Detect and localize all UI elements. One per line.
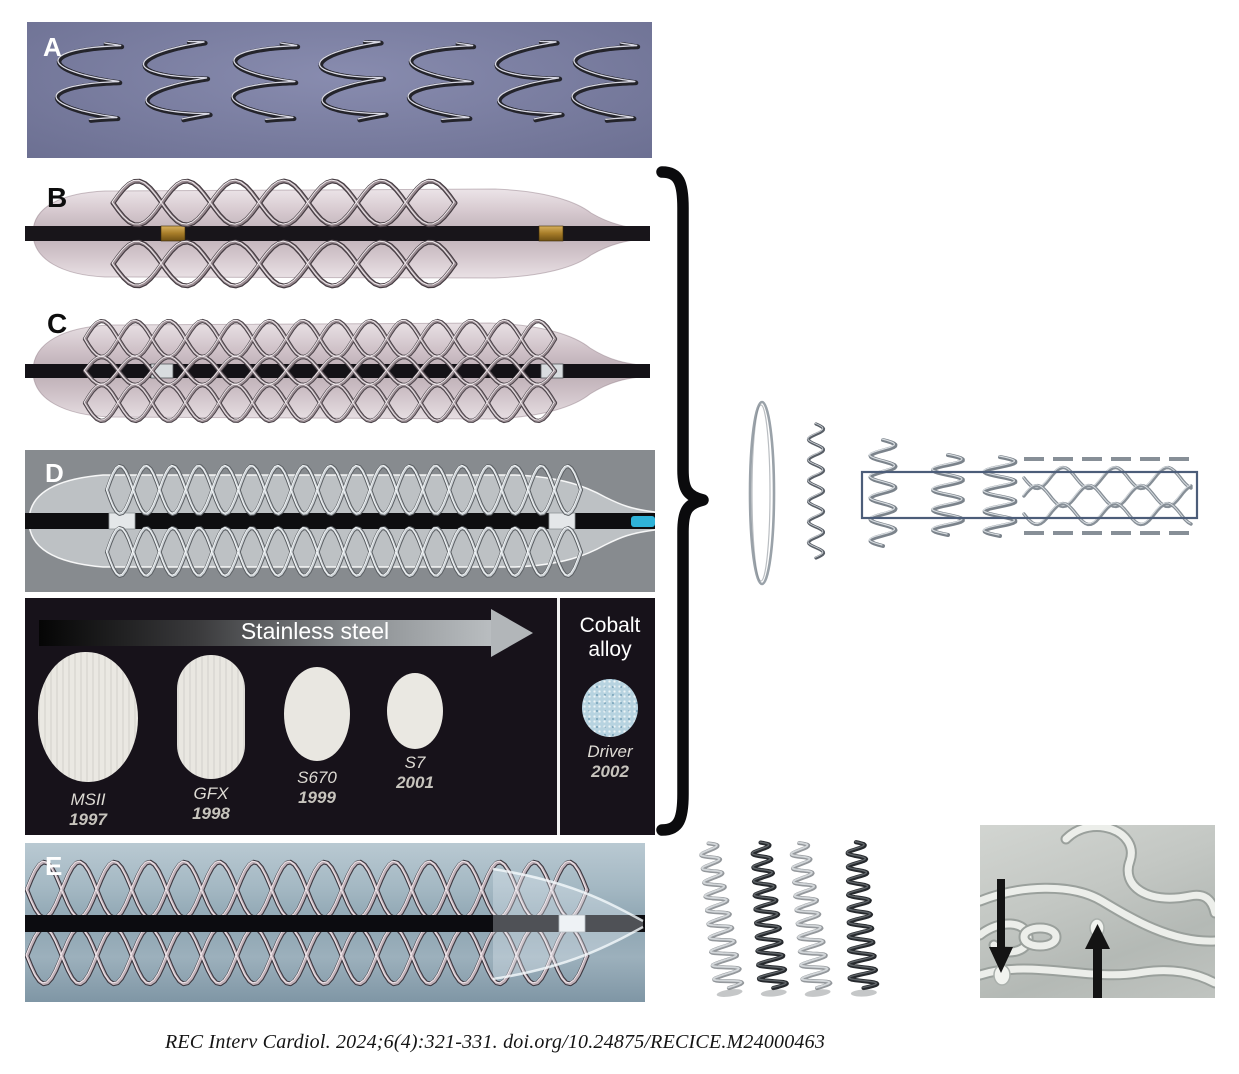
panel-a-label: A	[43, 32, 62, 62]
marker-band-left-d	[108, 512, 136, 530]
stent-name: S7	[404, 753, 426, 772]
panel-c-label: C	[47, 308, 68, 339]
panel-c-photo: C	[25, 302, 650, 440]
stent-year: 1997	[69, 810, 107, 830]
stent-year: 1999	[298, 788, 336, 808]
stent-on-balloon-c-graphic	[25, 318, 650, 424]
stent-cross-section-msii	[38, 652, 138, 782]
stent-year: 2002	[591, 762, 629, 782]
marker-band-white	[558, 914, 586, 933]
section-divider	[557, 598, 560, 835]
panel-b-label: B	[47, 182, 68, 213]
balloon-edge-top-e	[492, 867, 644, 923]
catheter-shaft-d	[25, 513, 655, 529]
stent-on-balloon-b-graphic	[25, 178, 650, 289]
stent-label-driver: Driver 2002	[555, 742, 655, 782]
wire-ellipse-shading	[751, 404, 771, 582]
stent-label-s670: S670 1999	[262, 768, 372, 808]
stent-evolution-diagram	[748, 400, 1199, 586]
balloon-taper-e	[493, 869, 643, 979]
stainless-steel-label: Stainless steel	[240, 618, 390, 644]
balloon-edge-bottom-e	[492, 925, 644, 981]
stent-label-msii: MSII 1997	[33, 790, 143, 830]
wire-ellipse-graphic	[748, 400, 776, 586]
stent-name: GFX	[193, 784, 229, 803]
stainless-steel-arrow	[39, 609, 533, 657]
panel-d-photo: D	[25, 450, 655, 592]
stent-cross-section-driver	[582, 679, 638, 737]
cobalt-line-2: alloy	[588, 638, 632, 662]
evolution-brace	[656, 166, 709, 836]
panel-d-label: D	[45, 458, 64, 488]
highlight-box	[860, 470, 1199, 520]
stent-label-gfx: GFX 1998	[156, 784, 266, 824]
coil-springs-graphic	[699, 840, 880, 997]
down-arrow-icon	[989, 879, 1013, 973]
panel-e-label: E	[45, 851, 63, 881]
stent-name: Driver	[587, 742, 633, 761]
stent-label-s7: S7 2001	[360, 753, 470, 793]
panel-a-photo: A	[27, 22, 652, 158]
stent-year: 2001	[396, 773, 434, 793]
panel-e-photo: E	[25, 843, 645, 1002]
marker-band-gold-right	[538, 225, 564, 242]
materials-panel: Stainless steel MSII 1997 GFX 1998 S670 …	[25, 598, 655, 835]
panel-b-photo: B	[25, 172, 650, 295]
stent-name: S670	[297, 768, 337, 787]
micrograph-graphic	[980, 825, 1215, 998]
stent-on-balloon-e-graphic	[25, 859, 645, 987]
cobalt-alloy-label: Cobalt alloy	[555, 614, 655, 662]
catheter-shaft-e	[25, 915, 645, 932]
figure-caption: REC Interv Cardiol. 2024;6(4):321-331. d…	[164, 1031, 826, 1053]
coil-stent-graphic	[54, 40, 641, 123]
balloon-tip-blue	[631, 516, 655, 527]
stent-cross-section-s670	[284, 667, 350, 761]
stent-name: MSII	[70, 790, 106, 809]
stent-cross-section-s7	[387, 673, 443, 749]
stent-on-balloon-d-graphic	[25, 464, 655, 578]
marker-band-gold-left	[160, 225, 186, 242]
cobalt-line-1: Cobalt	[579, 614, 641, 637]
stent-year: 1998	[192, 804, 230, 824]
up-arrow-icon	[1085, 924, 1110, 998]
marker-band-right-d	[548, 512, 576, 530]
micrograph-photo	[980, 825, 1215, 998]
stent-cross-section-gfx	[177, 655, 245, 779]
